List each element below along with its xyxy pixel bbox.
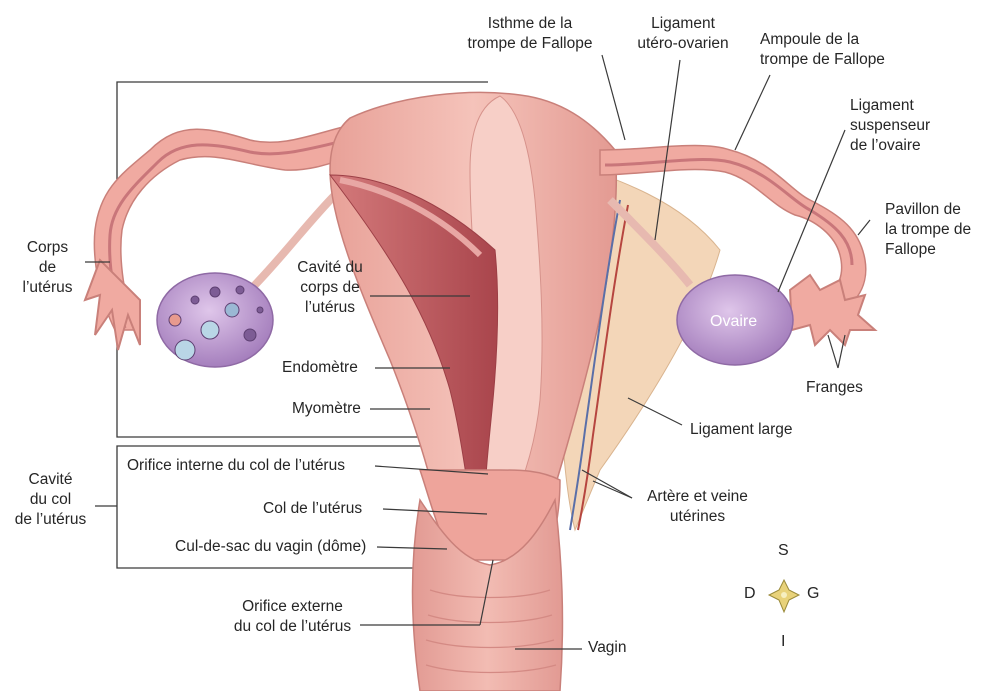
label-ovaire: Ovaire bbox=[710, 312, 757, 332]
label-cavite-corps-l1: Cavité du bbox=[285, 258, 375, 278]
compass-rose bbox=[769, 580, 799, 612]
label-corps-uterus-l1: Corps bbox=[10, 238, 85, 258]
label-isthme-l1: Isthme de la bbox=[455, 14, 605, 34]
compass-d: D bbox=[744, 585, 756, 603]
left-fimbriae bbox=[85, 260, 140, 350]
label-myometre: Myomètre bbox=[292, 399, 361, 419]
label-vagin: Vagin bbox=[588, 638, 627, 658]
label-cavite-col: Cavité du col de l’utérus bbox=[8, 470, 93, 530]
label-cavite-corps-l3: l’utérus bbox=[285, 298, 375, 318]
label-ligament-utero-ovarien: Ligament utéro-ovarien bbox=[618, 14, 748, 54]
label-col-uterus: Col de l’utérus bbox=[263, 499, 362, 519]
label-ligament-suspenseur-l3: de l’ovaire bbox=[850, 136, 930, 156]
label-cul-de-sac: Cul-de-sac du vagin (dôme) bbox=[175, 537, 366, 557]
label-pavillon-l3: Fallope bbox=[885, 240, 971, 260]
label-pavillon: Pavillon de la trompe de Fallope bbox=[885, 200, 971, 260]
label-corps-uterus-l3: l’utérus bbox=[10, 278, 85, 298]
label-orifice-externe-l2: du col de l’utérus bbox=[225, 617, 360, 637]
label-ligament-utero-ovarien-l2: utéro-ovarien bbox=[618, 34, 748, 54]
label-ligament-suspenseur-l2: suspenseur bbox=[850, 116, 930, 136]
label-ligament-large: Ligament large bbox=[690, 420, 793, 440]
label-ligament-suspenseur: Ligament suspenseur de l’ovaire bbox=[850, 96, 930, 156]
compass-i: I bbox=[781, 633, 785, 651]
label-artere-veine: Artère et veine utérines bbox=[635, 487, 760, 527]
label-artere-veine-l2: utérines bbox=[635, 507, 760, 527]
label-ligament-utero-ovarien-l1: Ligament bbox=[618, 14, 748, 34]
label-ligament-suspenseur-l1: Ligament bbox=[850, 96, 930, 116]
label-cavite-corps-l2: corps de bbox=[285, 278, 375, 298]
label-cavite-col-l1: Cavité bbox=[8, 470, 93, 490]
label-pavillon-l2: la trompe de bbox=[885, 220, 971, 240]
label-corps-uterus: Corps de l’utérus bbox=[10, 238, 85, 298]
label-cavite-col-l3: de l’utérus bbox=[8, 510, 93, 530]
compass-s: S bbox=[778, 542, 789, 560]
label-pavillon-l1: Pavillon de bbox=[885, 200, 971, 220]
label-corps-uterus-l2: de bbox=[10, 258, 85, 278]
label-orifice-interne: Orifice interne du col de l’utérus bbox=[127, 456, 345, 476]
label-cavite-col-l2: du col bbox=[8, 490, 93, 510]
label-cavite-corps: Cavité du corps de l’utérus bbox=[285, 258, 375, 318]
label-ampoule-l1: Ampoule de la bbox=[760, 30, 885, 50]
label-orifice-externe-l1: Orifice externe bbox=[225, 597, 360, 617]
label-ampoule: Ampoule de la trompe de Fallope bbox=[760, 30, 885, 70]
label-endometre: Endomètre bbox=[282, 358, 358, 378]
label-ampoule-l2: trompe de Fallope bbox=[760, 50, 885, 70]
label-isthme: Isthme de la trompe de Fallope bbox=[455, 14, 605, 54]
label-isthme-l2: trompe de Fallope bbox=[455, 34, 605, 54]
compass-g: G bbox=[807, 585, 819, 603]
label-artere-veine-l1: Artère et veine bbox=[635, 487, 760, 507]
label-franges: Franges bbox=[806, 378, 863, 398]
label-orifice-externe: Orifice externe du col de l’utérus bbox=[225, 597, 360, 637]
